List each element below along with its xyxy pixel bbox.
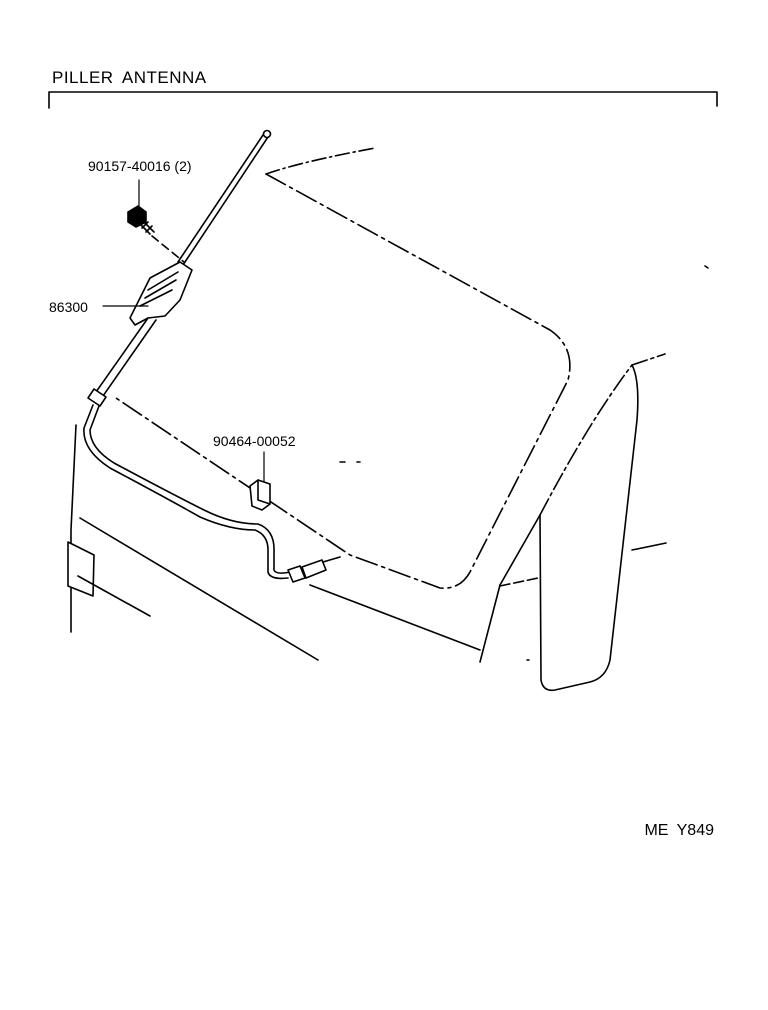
- bolt-part: [127, 205, 185, 263]
- reference-code: ME Y849: [644, 822, 714, 839]
- title-bracket: [48, 91, 718, 109]
- clamp-part-number: 90464-00052: [213, 433, 296, 449]
- bolt-part-number: 90157-40016 (2): [88, 158, 192, 174]
- diagram-title: PILLER ANTENNA: [52, 68, 207, 87]
- clamp-part: [249, 479, 271, 511]
- vehicle-body: [67, 147, 709, 692]
- antenna-assembly: [83, 129, 341, 583]
- antenna-part-number: 86300: [49, 299, 88, 315]
